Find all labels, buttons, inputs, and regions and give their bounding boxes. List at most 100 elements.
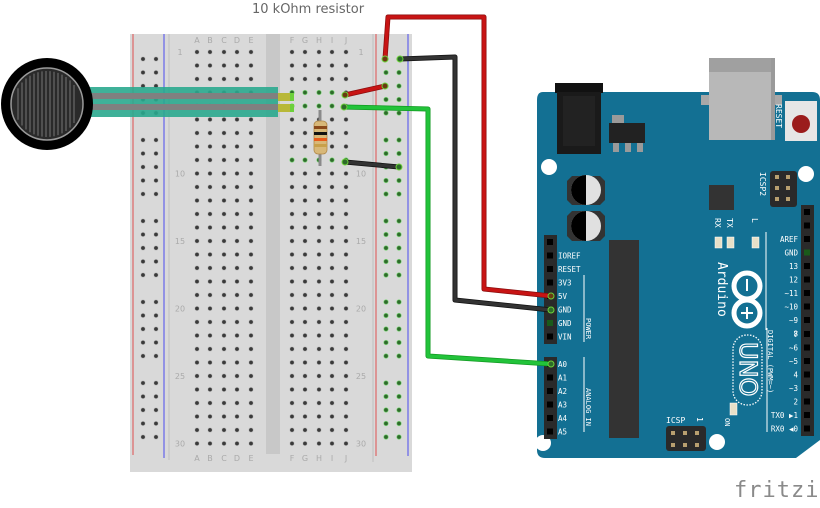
breadboard-hole[interactable] (208, 293, 212, 297)
breadboard-hole[interactable] (290, 374, 294, 378)
breadboard-hole[interactable] (317, 428, 321, 432)
jumper-black[interactable] (343, 160, 401, 169)
breadboard-hole[interactable] (330, 90, 334, 95)
breadboard-hole[interactable] (330, 401, 334, 405)
header-socket[interactable] (547, 388, 553, 394)
breadboard-hole[interactable] (303, 428, 307, 432)
rail-hole[interactable] (154, 70, 158, 75)
breadboard-hole[interactable] (249, 185, 253, 189)
rail-hole[interactable] (397, 138, 401, 142)
breadboard-hole[interactable] (317, 266, 321, 270)
rail-hole[interactable] (154, 435, 158, 439)
breadboard-hole[interactable] (290, 252, 294, 257)
rail-hole[interactable] (397, 232, 401, 237)
breadboard-hole[interactable] (235, 225, 239, 230)
reset-button[interactable] (792, 115, 810, 133)
breadboard-hole[interactable] (290, 266, 294, 270)
breadboard-hole[interactable] (330, 198, 334, 203)
breadboard-hole[interactable] (195, 428, 199, 432)
header-socket[interactable] (804, 276, 810, 283)
rail-hole[interactable] (397, 300, 401, 304)
breadboard-hole[interactable] (317, 320, 321, 324)
breadboard-hole[interactable] (290, 347, 294, 351)
breadboard-hole[interactable] (222, 374, 226, 378)
breadboard-hole[interactable] (317, 104, 321, 108)
breadboard-hole[interactable] (195, 252, 199, 257)
rail-hole[interactable] (384, 327, 388, 331)
breadboard-hole[interactable] (249, 158, 253, 162)
rail-hole[interactable] (141, 165, 145, 169)
breadboard-hole[interactable] (195, 50, 199, 54)
header-socket[interactable] (804, 263, 810, 269)
header-socket[interactable] (547, 401, 553, 408)
breadboard-hole[interactable] (222, 279, 226, 284)
breadboard-hole[interactable] (208, 374, 212, 378)
rail-hole[interactable] (141, 394, 145, 399)
breadboard-hole[interactable] (249, 320, 253, 324)
breadboard-hole[interactable] (235, 171, 239, 176)
breadboard-hole[interactable] (317, 198, 321, 203)
breadboard-hole[interactable] (317, 374, 321, 378)
breadboard-hole[interactable] (303, 117, 307, 122)
breadboard-hole[interactable] (235, 158, 239, 162)
breadboard-hole[interactable] (317, 414, 321, 419)
rail-hole[interactable] (154, 354, 158, 358)
header-socket[interactable] (804, 249, 810, 256)
breadboard-hole[interactable] (235, 185, 239, 189)
rail-hole[interactable] (384, 70, 388, 75)
breadboard-hole[interactable] (344, 347, 348, 351)
rail-hole[interactable] (141, 84, 145, 88)
breadboard-hole[interactable] (195, 171, 199, 176)
breadboard-hole[interactable] (344, 374, 348, 378)
header-socket[interactable] (547, 279, 553, 286)
breadboard-hole[interactable] (303, 239, 307, 243)
breadboard-hole[interactable] (317, 212, 321, 216)
breadboard-hole[interactable] (317, 252, 321, 257)
breadboard-hole[interactable] (303, 131, 307, 135)
breadboard-hole[interactable] (344, 117, 348, 122)
breadboard-hole[interactable] (249, 144, 253, 149)
breadboard-hole[interactable] (303, 212, 307, 216)
breadboard-hole[interactable] (195, 320, 199, 324)
wire-a0[interactable] (343, 105, 552, 366)
breadboard-hole[interactable] (303, 360, 307, 365)
breadboard-hole[interactable] (303, 320, 307, 324)
breadboard-hole[interactable] (344, 185, 348, 189)
breadboard-hole[interactable] (235, 252, 239, 257)
breadboard-hole[interactable] (344, 239, 348, 243)
header-socket[interactable] (804, 303, 810, 310)
breadboard-hole[interactable] (290, 212, 294, 216)
rail-hole[interactable] (397, 259, 401, 264)
rail-hole[interactable] (384, 97, 388, 102)
breadboard-hole[interactable] (235, 266, 239, 270)
breadboard-hole[interactable] (330, 333, 334, 338)
breadboard-hole[interactable] (330, 117, 334, 122)
header-socket[interactable] (804, 290, 810, 296)
breadboard-hole[interactable] (235, 401, 239, 405)
breadboard-hole[interactable] (303, 198, 307, 203)
breadboard-hole[interactable] (195, 198, 199, 203)
rail-hole[interactable] (141, 192, 145, 196)
breadboard-hole[interactable] (222, 212, 226, 216)
breadboard-hole[interactable] (303, 90, 307, 95)
breadboard-hole[interactable] (344, 401, 348, 405)
breadboard-hole[interactable] (222, 171, 226, 176)
rail-hole[interactable] (397, 70, 401, 75)
rail-hole[interactable] (154, 340, 158, 345)
header-socket[interactable] (804, 412, 810, 418)
breadboard-hole[interactable] (303, 77, 307, 81)
rail-hole[interactable] (141, 327, 145, 331)
breadboard-hole[interactable] (330, 306, 334, 311)
breadboard-hole[interactable] (222, 333, 226, 338)
breadboard-hole[interactable] (317, 306, 321, 311)
breadboard-hole[interactable] (249, 198, 253, 203)
breadboard-hole[interactable] (222, 320, 226, 324)
breadboard-hole[interactable] (208, 171, 212, 176)
breadboard-hole[interactable] (195, 131, 199, 135)
breadboard-hole[interactable] (303, 171, 307, 176)
breadboard-hole[interactable] (195, 117, 199, 122)
breadboard-hole[interactable] (344, 77, 348, 81)
rail-hole[interactable] (384, 219, 388, 223)
rail-hole[interactable] (397, 246, 401, 250)
breadboard-hole[interactable] (317, 387, 321, 392)
